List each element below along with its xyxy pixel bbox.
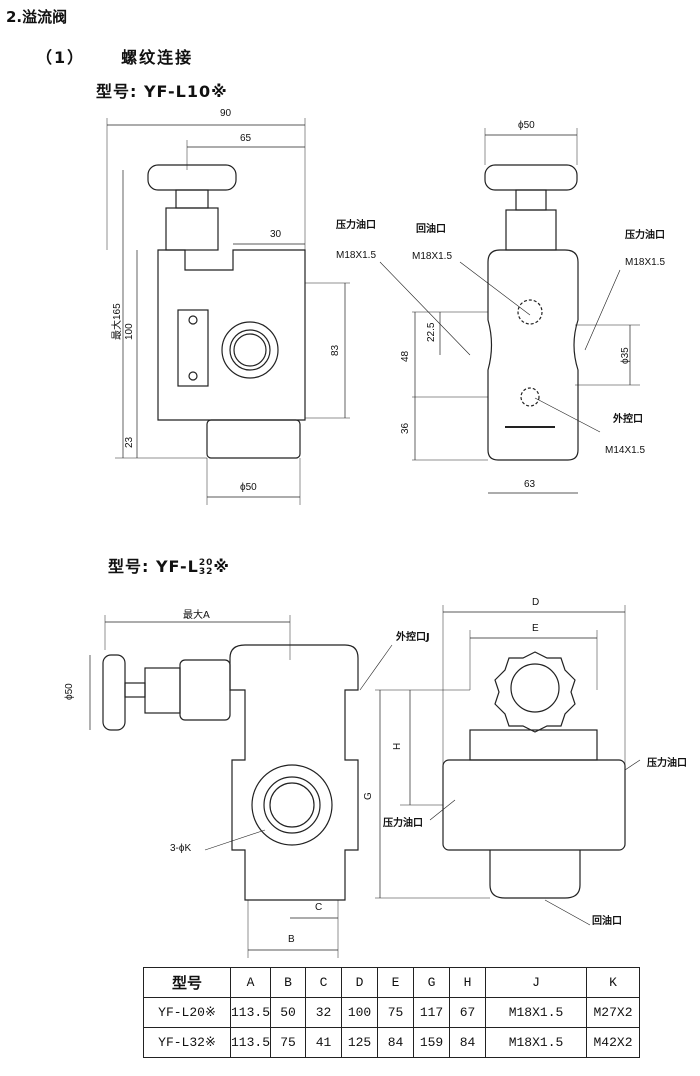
cell: M18X1.5: [485, 997, 588, 1028]
dim-65: 65: [240, 133, 252, 144]
label-pressure-port-right: 压力油口: [625, 230, 665, 241]
header-D: D: [341, 967, 379, 998]
label-return-port-thread: M18X1.5: [412, 251, 453, 262]
cell: 113.5: [229, 997, 272, 1028]
header-J: J: [485, 967, 588, 998]
table-header-row: 型号 A B C D E G H J K: [143, 967, 641, 998]
dim-100: 100: [124, 323, 135, 340]
label-pressure-port-right-2: 压力油口: [647, 758, 687, 769]
dim-maxA: 最大A: [183, 610, 210, 621]
model2-side-view: [89, 615, 393, 958]
dim-d50-top: ϕ50: [518, 120, 535, 131]
section-title: 2.溢流阀: [6, 8, 68, 26]
model2-front-view: [375, 605, 641, 926]
cell: 84: [449, 1027, 487, 1058]
label-pressure-port-left-2: 压力油口: [383, 818, 423, 829]
label-return-port: 回油口: [416, 224, 446, 235]
label-external-control-port: 外控口: [613, 414, 643, 425]
model1-side-view: [106, 118, 350, 505]
dim-d50-bottom: ϕ50: [240, 482, 257, 493]
dim-B: B: [288, 934, 295, 945]
cell: 50: [270, 997, 307, 1028]
cell: 84: [377, 1027, 415, 1058]
header-B: B: [270, 967, 307, 998]
cell: 159: [413, 1027, 451, 1058]
label-pressure-port-right-thread: M18X1.5: [625, 257, 666, 268]
cell: 125: [341, 1027, 379, 1058]
cell: M42X2: [586, 1027, 641, 1058]
model1-title: 型号: YF-L10※: [96, 82, 228, 101]
dim-3-dK: 3-ϕK: [170, 843, 192, 854]
dim-max165: 最大165: [112, 303, 123, 340]
header-E: E: [377, 967, 415, 998]
label-external-control-thread: M14X1.5: [605, 445, 646, 456]
subsection-heading: （1）螺纹连接: [36, 48, 194, 67]
dim-90: 90: [220, 108, 232, 119]
cell: M18X1.5: [485, 1027, 588, 1058]
header-model: 型号: [143, 967, 231, 998]
dim-C: C: [315, 902, 323, 913]
cell: 117: [413, 997, 451, 1028]
dim-H: H: [392, 742, 403, 750]
dim-83: 83: [330, 344, 341, 356]
dim-30: 30: [270, 229, 282, 240]
label-pressure-port-left: 压力油口: [336, 220, 376, 231]
cell: 67: [449, 997, 487, 1028]
label-external-control-port-J: 外控口J: [396, 632, 430, 643]
header-H: H: [449, 967, 487, 998]
dim-63: 63: [524, 479, 536, 490]
label-return-port-2: 回油口: [592, 916, 622, 927]
cell: 32: [305, 997, 343, 1028]
cell: 41: [305, 1027, 343, 1058]
cell: 75: [270, 1027, 307, 1058]
dim-D: D: [532, 597, 540, 608]
header-G: G: [413, 967, 451, 998]
dim-E: E: [532, 623, 539, 634]
cell: M27X2: [586, 997, 641, 1028]
dim-G: G: [363, 792, 374, 800]
cell: 113.5: [229, 1027, 272, 1058]
header-K: K: [586, 967, 641, 998]
cell: 75: [377, 997, 415, 1028]
label-pressure-port-left-thread: M18X1.5: [336, 250, 377, 261]
cell: 100: [341, 997, 379, 1028]
cell: YF-L32※: [143, 1027, 231, 1058]
dim-22.5: 22.5: [426, 322, 437, 342]
dim-d50: ϕ50: [64, 683, 75, 700]
dim-d35: ϕ35: [620, 347, 631, 364]
model1-front-view: [379, 128, 640, 494]
header-C: C: [305, 967, 343, 998]
dim-48: 48: [400, 350, 411, 362]
dim-36: 36: [400, 422, 411, 434]
header-A: A: [229, 967, 272, 998]
dim-23: 23: [124, 436, 135, 448]
cell: YF-L20※: [143, 997, 231, 1028]
